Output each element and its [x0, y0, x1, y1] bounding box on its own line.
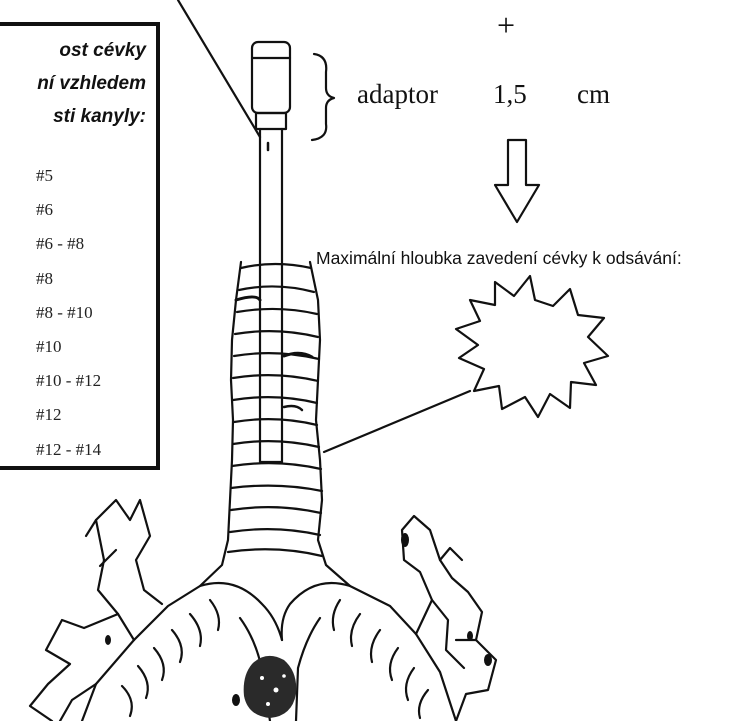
- length-value: 1,5: [493, 79, 527, 110]
- size-item: #10: [36, 330, 101, 364]
- left-mid-branch: [30, 614, 118, 721]
- starburst: [456, 276, 608, 417]
- size-item: #12 - #14: [36, 433, 101, 467]
- box-title-line-3: sti kanyly:: [53, 106, 146, 128]
- cannula-tube: [260, 129, 282, 462]
- size-item: #6: [36, 193, 101, 227]
- suction-catheter-size-box: ost cévky ní vzhledem sti kanyly: #5 #6 …: [0, 22, 160, 470]
- size-item: #8 - #10: [36, 296, 101, 330]
- pointer-line-top: [178, 0, 260, 137]
- down-arrow: [495, 140, 539, 222]
- box-title-line-1: ost cévky: [59, 40, 146, 62]
- catheter-size-list: #5 #6 #6 - #8 #8 #8 - #10 #10 #10 - #12 …: [36, 159, 101, 467]
- adaptor-brace: [312, 54, 334, 140]
- plus-sign: +: [497, 7, 515, 44]
- size-item: #8: [36, 262, 101, 296]
- size-item: #6 - #8: [36, 227, 101, 261]
- trachea-right-wall: [310, 262, 456, 721]
- max-depth-label: Maximální hloubka zavedení cévky k odsáv…: [316, 248, 682, 269]
- pointer-line-starburst: [324, 391, 470, 452]
- size-item: #5: [36, 159, 101, 193]
- adaptor-label: adaptor: [357, 79, 438, 110]
- box-title-line-2: ní vzhledem: [37, 73, 146, 95]
- length-unit: cm: [577, 79, 610, 110]
- size-item: #12: [36, 398, 101, 432]
- right-upper-branch: [402, 516, 496, 721]
- size-item: #10 - #12: [36, 364, 101, 398]
- adaptor-cap: [252, 42, 290, 113]
